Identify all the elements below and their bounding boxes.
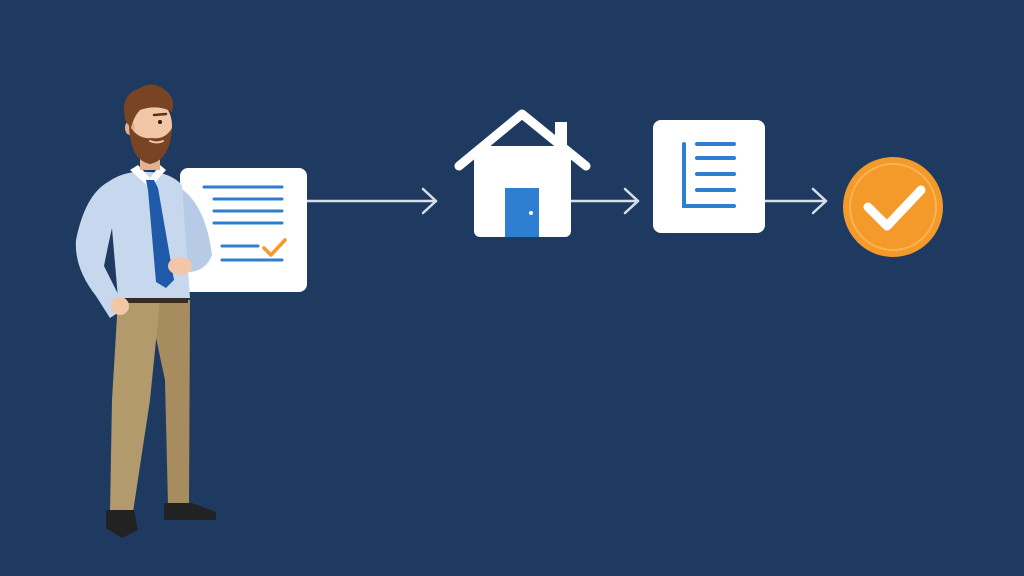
checkmark-circle-icon [843,157,943,257]
arrow-house-to-document [569,187,640,215]
person-arm-front [75,182,125,318]
document-list-icon [682,142,736,208]
house-icon [454,109,591,237]
person-eyebrow [152,112,168,117]
person-mouth [149,140,164,144]
form-checklist-icon [202,185,284,262]
person-shoe-front [106,510,138,538]
person-illustration [75,84,216,538]
house-card [454,109,591,237]
person-leg-back [148,300,190,505]
person-tie [146,180,174,288]
person-eye [158,120,162,124]
person-beard [129,125,172,164]
document-card [653,120,765,233]
arrow-form-to-house [305,187,438,215]
form-check-mark [262,238,287,257]
person-shoe-back [164,503,216,520]
form-card [180,168,307,292]
person-collar [130,165,166,188]
person-leg-front [110,300,160,512]
person-hand-front [111,297,129,315]
arrow-document-to-check [763,187,828,215]
person-hair [123,84,174,128]
person-hand-back [168,257,192,275]
